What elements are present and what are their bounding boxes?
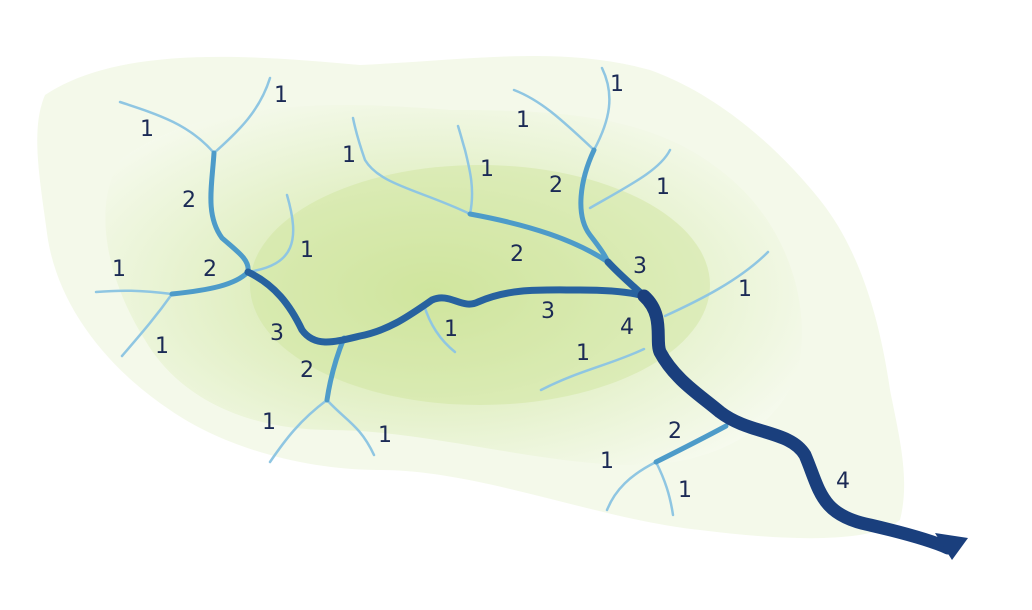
order-label-2: 2 <box>203 257 217 282</box>
order-3-stream <box>244 268 648 346</box>
order-label-1: 1 <box>140 117 154 142</box>
order-2-stream <box>169 269 251 297</box>
order-label-1: 1 <box>274 83 288 108</box>
order-label-1: 1 <box>516 108 530 133</box>
order-label-1: 1 <box>678 478 692 503</box>
order-label-3: 3 <box>633 254 647 279</box>
order-label-1: 1 <box>112 257 126 282</box>
order-1-stream <box>212 76 272 155</box>
main-stream-arrow <box>935 533 968 560</box>
stream-order-labels: 1 1 1 1 1 1 1 1 1 1 1 1 1 1 1 1 1 2 2 2 … <box>112 72 850 503</box>
order-1-stream <box>539 347 646 392</box>
order-1-stream <box>118 100 216 155</box>
order-label-1: 1 <box>262 410 276 435</box>
order-label-1: 1 <box>155 334 169 359</box>
order-label-3: 3 <box>270 321 284 346</box>
order-1-stream <box>351 116 472 216</box>
order-2-stream <box>324 335 347 403</box>
order-4-stream <box>637 289 968 560</box>
order-1-stream <box>654 460 675 517</box>
order-label-2: 2 <box>300 358 314 383</box>
order-1-stream <box>588 148 672 210</box>
order-label-1: 1 <box>444 317 458 342</box>
order-label-3: 3 <box>541 299 555 324</box>
order-label-4: 4 <box>836 469 850 494</box>
order-label-4: 4 <box>620 315 634 340</box>
order-label-2: 2 <box>510 242 524 267</box>
order-label-1: 1 <box>656 175 670 200</box>
order-1-stream <box>605 460 658 512</box>
order-2-stream <box>578 147 611 265</box>
order-1-stream <box>94 289 174 296</box>
order-1-stream <box>325 398 376 457</box>
order-1-stream <box>422 303 457 354</box>
order-1-stream <box>663 250 770 318</box>
order-label-2: 2 <box>182 188 196 213</box>
basin-mid <box>105 105 802 466</box>
order-1-stream <box>246 193 295 274</box>
order-label-1: 1 <box>610 72 624 97</box>
order-2-stream <box>208 150 251 275</box>
order-1-stream <box>268 398 329 464</box>
order-label-2: 2 <box>668 419 682 444</box>
order-1-stream <box>456 124 474 216</box>
order-1-stream <box>120 292 174 358</box>
order-label-1: 1 <box>600 449 614 474</box>
order-label-1: 1 <box>300 238 314 263</box>
order-1-stream <box>512 88 596 152</box>
order-label-1: 1 <box>342 143 356 168</box>
order-label-1: 1 <box>378 423 392 448</box>
order-2-stream <box>653 423 729 465</box>
order-1-stream <box>592 66 611 152</box>
order-1-streams <box>94 66 770 517</box>
main-stream <box>637 289 955 555</box>
basin-core <box>250 165 710 405</box>
drainage-basin <box>37 55 905 539</box>
order-label-1: 1 <box>738 277 752 302</box>
order-label-1: 1 <box>576 341 590 366</box>
order-label-1: 1 <box>480 157 494 182</box>
order-label-2: 2 <box>549 173 563 198</box>
order-2-streams <box>169 147 729 465</box>
order-2-stream <box>467 211 611 265</box>
